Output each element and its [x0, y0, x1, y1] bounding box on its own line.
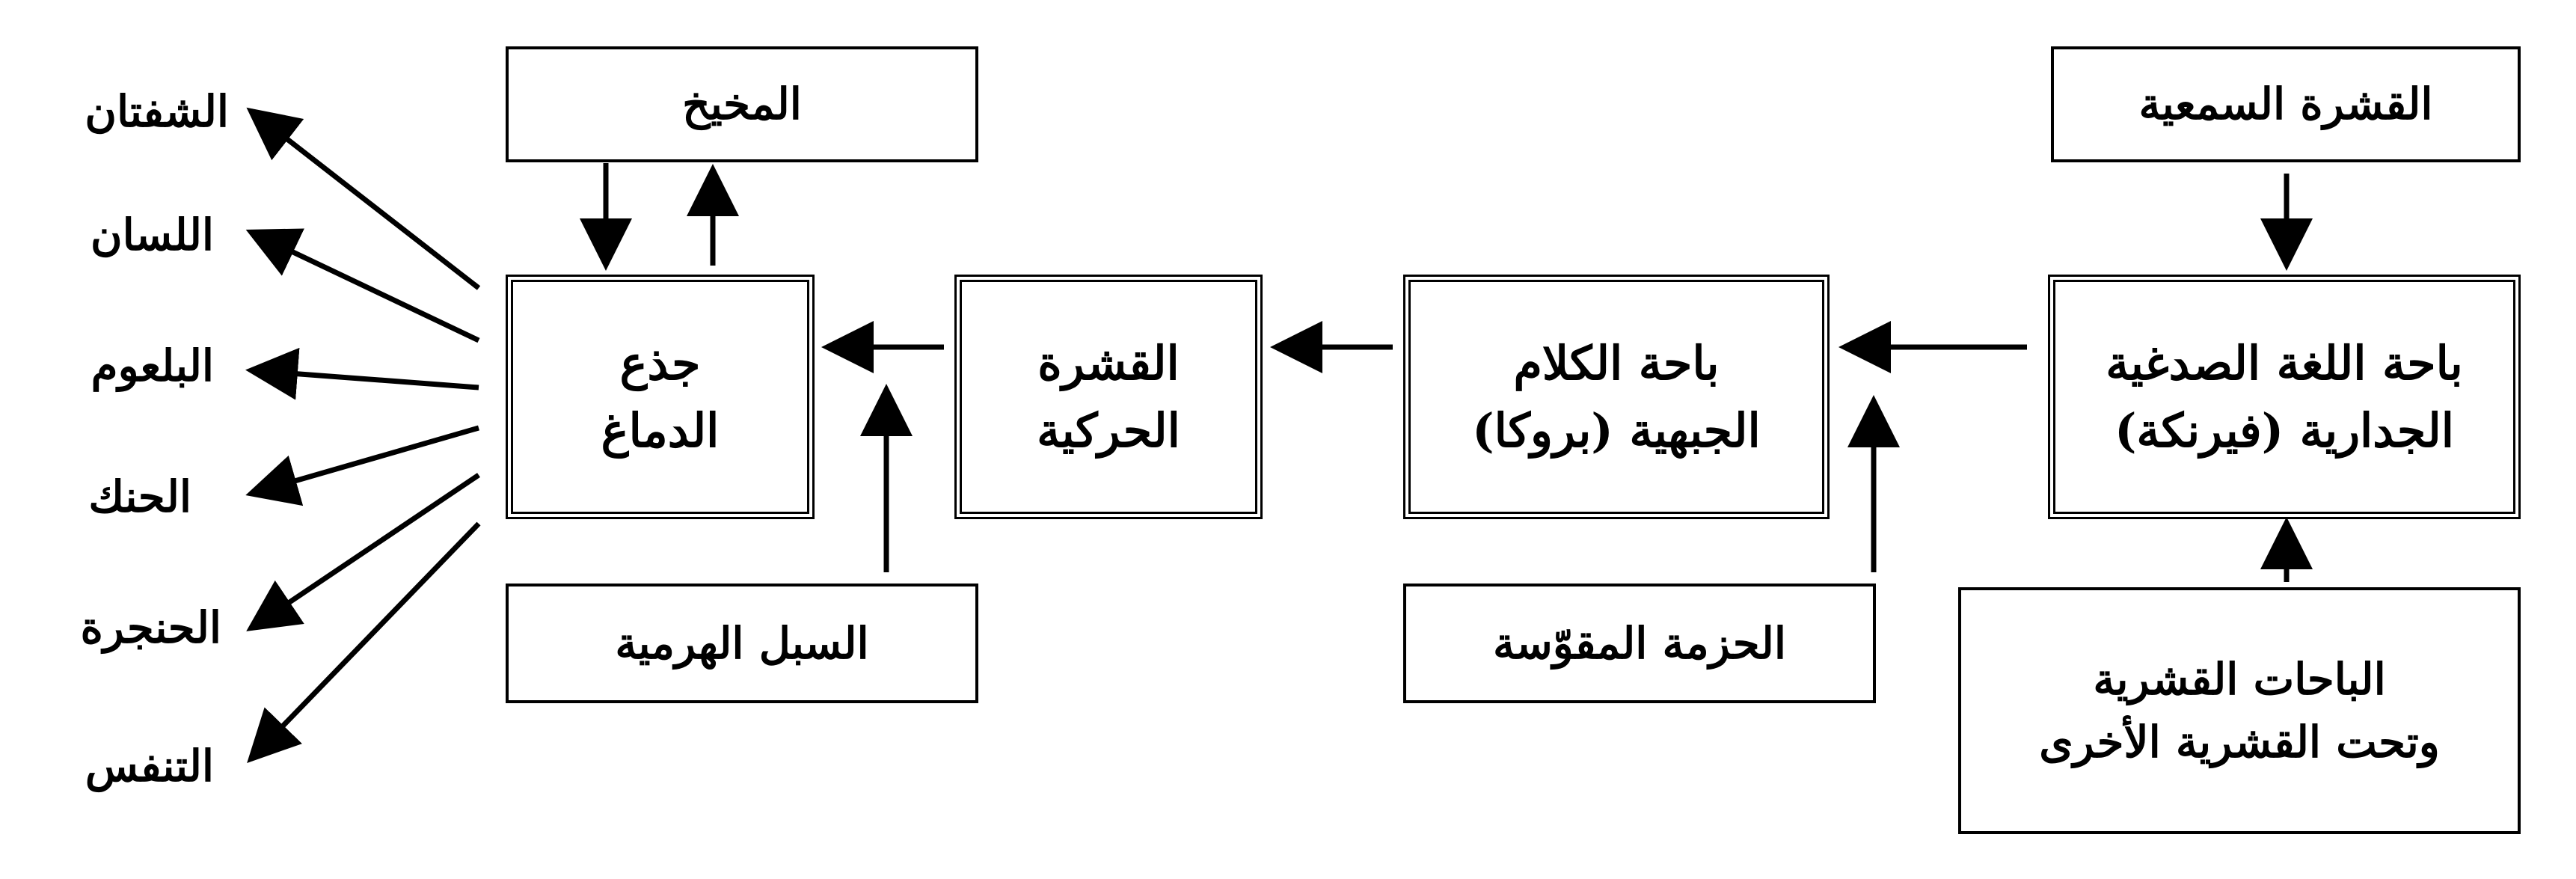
arcuate-fasciculus-box: الحزمة المقوّسة	[1403, 584, 1876, 703]
target-larynx: الحنجرة	[80, 602, 221, 653]
wernicke-area-box: باحة اللغة الصدغية الجدارية (فيرنكة)	[2048, 275, 2521, 519]
arrow-to-tongue	[245, 228, 480, 343]
arcuate-fasciculus-label: الحزمة المقوّسة	[1493, 617, 1786, 669]
pyramidal-tracts-box: السبل الهرمية	[506, 584, 978, 703]
wernicke-label-line1: باحة اللغة الصدغية	[2106, 335, 2463, 391]
broca-label-line2: الجبهية (بروكا)	[1472, 402, 1761, 458]
arrow-to-lips	[246, 107, 481, 290]
cerebellum-label: المخيخ	[682, 79, 802, 130]
other-areas-box: الباحات القشرية وتحت القشرية الأخرى	[1958, 587, 2521, 834]
cerebellum-box: المخيخ	[506, 46, 978, 162]
other-areas-label-line2: وتحت القشرية الأخرى	[2039, 717, 2440, 768]
broca-label-line1: باحة الكلام	[1513, 335, 1720, 391]
pyramidal-tracts-label: السبل الهرمية	[615, 617, 869, 669]
broca-area-box: باحة الكلام الجبهية (بروكا)	[1403, 275, 1830, 519]
auditory-cortex-box: القشرة السمعية	[2051, 46, 2521, 162]
target-lips: الشفتان	[85, 86, 229, 137]
arrow-to-palate	[245, 425, 479, 506]
other-areas-label-line1: الباحات القشرية	[2093, 653, 2386, 705]
target-respiration: التنفس	[85, 741, 214, 791]
brainstem-label-line1: جذع	[619, 335, 701, 391]
arrow-to-respiration	[247, 521, 481, 764]
auditory-cortex-label: القشرة السمعية	[2138, 79, 2433, 130]
target-tongue: اللسان	[91, 209, 214, 260]
arrow-to-pharynx	[245, 347, 479, 400]
motor-cortex-label-line1: القشرة	[1037, 335, 1180, 391]
motor-cortex-box: القشرة الحركية	[954, 275, 1263, 519]
arrow-to-larynx	[246, 473, 480, 631]
motor-cortex-label-line2: الحركية	[1037, 402, 1180, 458]
target-pharynx: البلعوم	[91, 340, 214, 391]
wernicke-label-line2: الجدارية (فيرنكة)	[2115, 402, 2454, 458]
brainstem-label-line2: الدماغ	[601, 402, 720, 458]
target-palate: الحنك	[88, 471, 191, 522]
brainstem-box: جذع الدماغ	[506, 275, 815, 519]
